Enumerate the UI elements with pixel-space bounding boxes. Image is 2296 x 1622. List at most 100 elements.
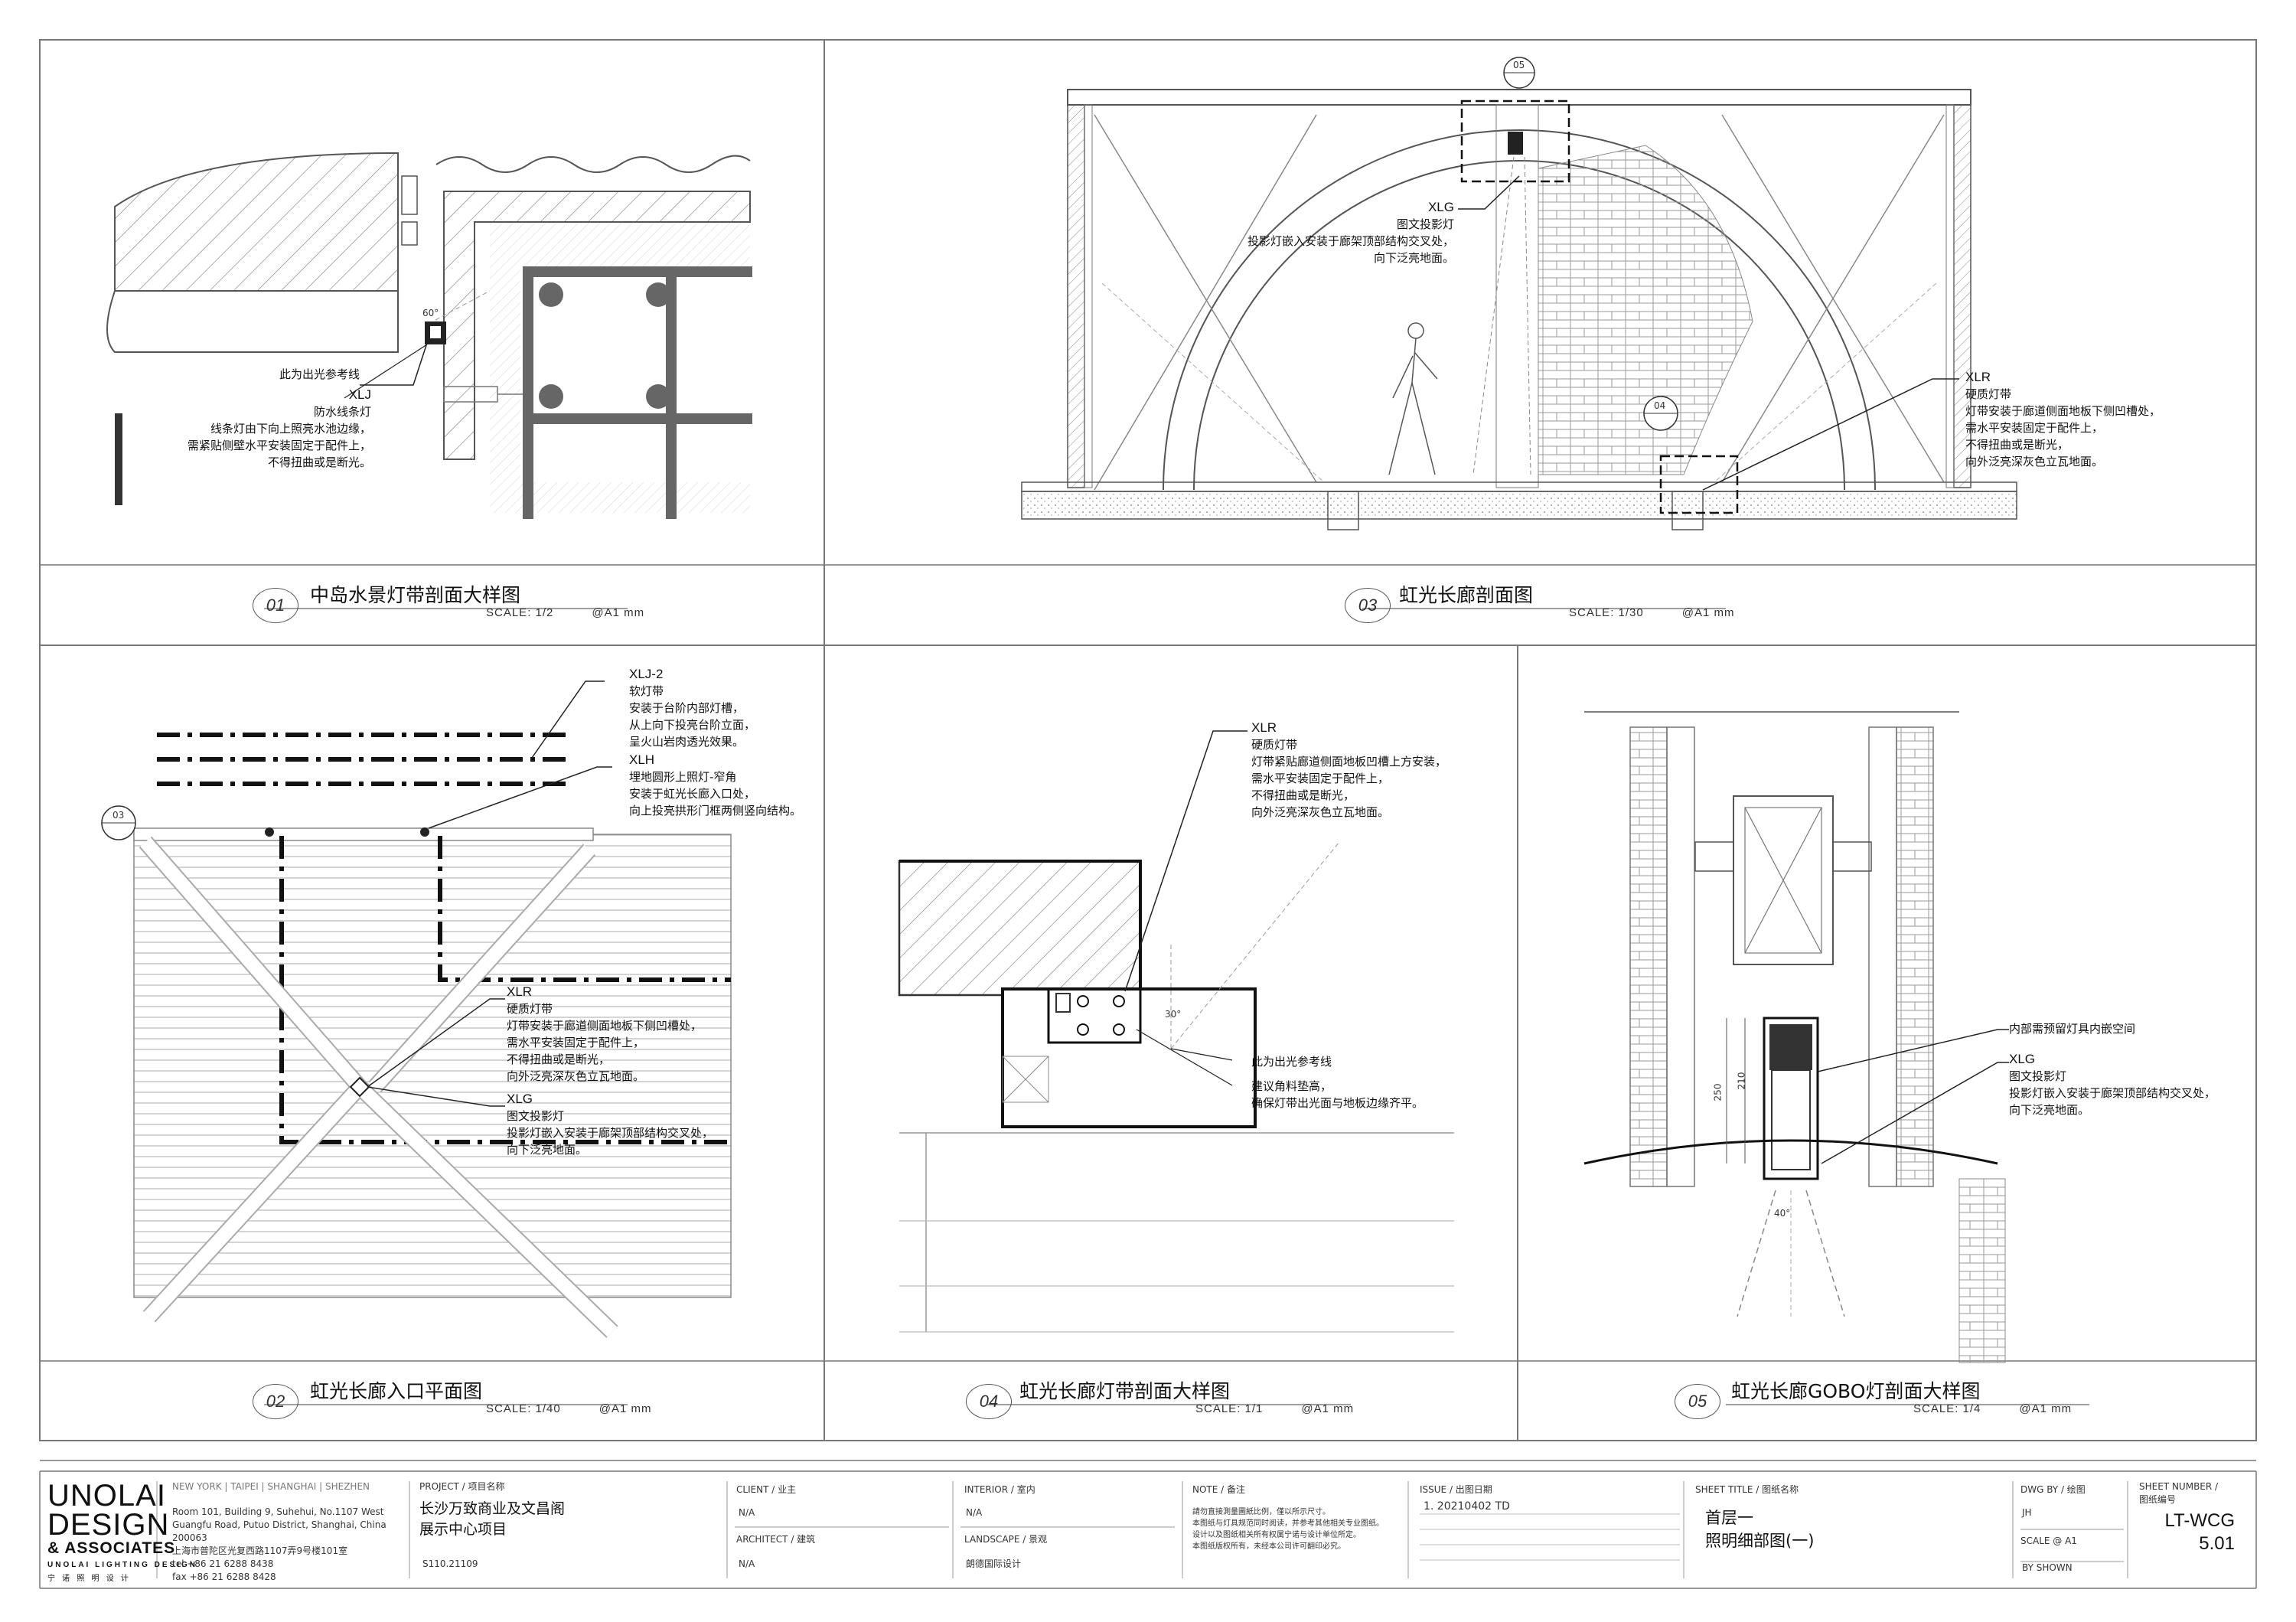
- note-line-4: 本图纸版权所有，未经本公司许可翻印必究。: [1192, 1542, 1345, 1551]
- client-label: CLIENT / 业主: [736, 1484, 797, 1495]
- p02-xlh-line-1: 埋地圆形上照灯-窄角: [629, 770, 737, 784]
- dwg-by-label: DWG BY / 绘图: [2020, 1484, 2086, 1495]
- p03-xlr-line-5: 向外泛亮深灰色立瓦地面。: [1965, 455, 2104, 468]
- p02-number: 02: [253, 1384, 298, 1419]
- p01-callout: 此为出光参考线: [279, 366, 360, 383]
- p04-angle: 30°: [1165, 1009, 1182, 1020]
- p05-space-note: 内部需预留灯具内嵌空间: [2009, 1022, 2136, 1036]
- interior-value: N/A: [966, 1507, 983, 1518]
- detail-05-drawing: [1583, 711, 2009, 1363]
- p03-callout-xlg: XLG 图文投影灯 投影灯嵌入安装于廊架顶部结构交叉处， 向下泛亮地面。: [1232, 199, 1454, 266]
- landscape-value: 朗德国际设计: [966, 1558, 1022, 1569]
- address-line-6: fax +86 21 6288 8428: [172, 1571, 276, 1582]
- p05-title: 虹光长廊GOBO灯剖面大样图: [1731, 1380, 1981, 1402]
- p01-line-3: 需紧贴侧壁水平安装固定于配件上，: [187, 439, 371, 452]
- p02-xlr-line-1: 硬质灯带: [507, 1002, 553, 1016]
- issue-label: ISSUE / 出图日期: [1420, 1484, 1492, 1495]
- sheet-number-label-2: 图纸编号: [2139, 1494, 2177, 1505]
- project-name: 长沙万致商业及文昌阁 展示中心项目: [419, 1499, 565, 1540]
- p05-dim-a: 250: [1712, 1083, 1724, 1101]
- p04-xlr-line-5: 向外泛亮深灰色立瓦地面。: [1251, 805, 1390, 819]
- p03-xlr-line-1: 硬质灯带: [1965, 387, 2012, 401]
- p02-xlh-line-3: 向上投亮拱形门框两侧竖向结构。: [629, 804, 802, 818]
- p01-callout-lines: 防水线条灯 线条灯由下向上照亮水池边缘， 需紧贴侧壁水平安装固定于配件上， 不得…: [161, 403, 371, 471]
- p03-paper: @A1 mm: [1681, 606, 1735, 619]
- p05-xlg-line-3: 向下泛亮地面。: [2009, 1103, 2090, 1117]
- p01-title: 中岛水景灯带剖面大样图: [310, 584, 521, 606]
- address-line-2: Guangfu Road, Putuo District, Shanghai, …: [172, 1519, 386, 1530]
- p02-xlj2-line-1: 软灯带: [629, 684, 664, 698]
- sheet-title-label: SHEET TITLE / 图纸名称: [1695, 1484, 1799, 1495]
- p04-scale-value: SCALE: 1/1: [1195, 1402, 1264, 1415]
- p01-code: XLJ: [348, 387, 371, 402]
- p04-title: 虹光长廊灯带剖面大样图: [1019, 1380, 1231, 1402]
- p03-number: 03: [1345, 588, 1391, 623]
- p04-xlr-line-2: 灯带紧贴廊道侧面地板凹槽上方安装，: [1251, 755, 1447, 769]
- p05-xlg-code: XLG: [2009, 1052, 2036, 1066]
- p01-scale: SCALE: 1/2 @A1 mm: [486, 606, 644, 619]
- address-line-4: 上海市普陀区光复西路1107弄9号楼101室: [172, 1545, 348, 1556]
- project-label: PROJECT / 项目名称: [419, 1481, 505, 1492]
- detail-04-drawing: [898, 730, 1454, 1333]
- p02-scale-value: SCALE: 1/40: [486, 1402, 561, 1415]
- logo-cn: 宁 诺 照 明 设 计: [47, 1575, 131, 1583]
- p03-xlg-code: XLG: [1427, 200, 1454, 214]
- sheet-frame: [39, 39, 2257, 1441]
- p03-title: 虹光长廊剖面图: [1399, 584, 1534, 606]
- sheet-title: 首层一 照明细部图(一): [1705, 1506, 1814, 1552]
- address-line-1: Room 101, Building 9, Suhehui, No.1107 W…: [172, 1506, 384, 1517]
- p05-angle: 40°: [1774, 1208, 1791, 1219]
- note-label: NOTE / 备注: [1192, 1484, 1246, 1495]
- p02-xlr-line-4: 不得扭曲或是断光，: [507, 1053, 611, 1066]
- scale-value: BY SHOWN: [2022, 1562, 2073, 1573]
- project-name-line-2: 展示中心项目: [419, 1521, 507, 1538]
- p04-xlr-line-4: 不得扭曲或是断光，: [1251, 788, 1355, 802]
- p04-note-line-2: 确保灯带出光面与地板边缘齐平。: [1251, 1096, 1424, 1110]
- address-line-5: tel +86 21 6288 8438: [172, 1558, 274, 1569]
- p01-scale-value: SCALE: 1/2: [486, 606, 554, 619]
- p04-xlr-code: XLR: [1251, 720, 1277, 735]
- project-number: S110.21109: [422, 1558, 478, 1569]
- p02-xlj2-line-2: 安装于台阶内部灯槽，: [629, 701, 745, 715]
- note-line-1: 請勿直接測量圖紙比例，僅以所示尺寸。: [1192, 1508, 1330, 1516]
- p02-xlr-code: XLR: [507, 984, 533, 999]
- p03-scale: SCALE: 1/30@A1 mm: [1569, 606, 1734, 619]
- plan-02-drawing: [101, 680, 732, 1338]
- p02-xlj2-code: XLJ-2: [629, 667, 664, 681]
- p03-callout-xlr: XLR 硬质灯带 灯带安装于廊道侧面地板下侧凹槽处， 需水平安装固定于配件上， …: [1965, 369, 2161, 470]
- p02-callout-xlg: XLG 图文投影灯 投影灯嵌入安装于廊架顶部结构交叉处， 向下泛亮地面。: [507, 1091, 713, 1158]
- p02-xlg-line-2: 投影灯嵌入安装于廊架顶部结构交叉处，: [507, 1126, 714, 1140]
- logo-line-3: & ASSOCIATES: [47, 1539, 176, 1557]
- p02-xlj2-line-3: 从上向下投亮台阶立面，: [629, 718, 756, 732]
- p04-number: 04: [966, 1384, 1012, 1419]
- p02-title: 虹光长廊入口平面图: [310, 1380, 483, 1402]
- p01-line-2: 线条灯由下向上照亮水池边缘，: [210, 422, 371, 436]
- note-text: 請勿直接測量圖紙比例，僅以所示尺寸。 本图纸与灯具规范同时阅读，并参考其他相关专…: [1192, 1506, 1384, 1552]
- p03-xlg-line-2: 投影灯嵌入安装于廊架顶部结构交叉处，: [1247, 234, 1454, 248]
- p01-line-1: 防水线条灯: [313, 405, 371, 419]
- p02-xlg-line-3: 向下泛亮地面。: [507, 1143, 588, 1157]
- p03-xlg-line-1: 图文投影灯: [1396, 217, 1454, 231]
- p02-xlr-line-2: 灯带安装于廊道侧面地板下侧凹槽处，: [507, 1019, 703, 1033]
- p01-number: 01: [253, 588, 298, 623]
- p01-paper: @A1 mm: [592, 606, 645, 619]
- p05-dim-b: 210: [1736, 1072, 1747, 1090]
- p05-scale-value: SCALE: 1/4: [1913, 1402, 1981, 1415]
- title-block-frame: [39, 1460, 2257, 1589]
- p02-xlj2-line-4: 呈火山岩肉透光效果。: [629, 735, 745, 749]
- p02-paper: @A1 mm: [598, 1402, 652, 1415]
- landscape-label: LANDSCAPE / 景观: [964, 1534, 1048, 1545]
- section-03-drawing: [1021, 57, 2017, 530]
- p04-xlr-line-3: 需水平安装固定于配件上，: [1251, 772, 1390, 785]
- p04-note-line-1: 建议角料垫高，: [1251, 1079, 1332, 1093]
- p01-ref-line: 此为出光参考线: [279, 367, 360, 381]
- p04-paper: @A1 mm: [1301, 1402, 1355, 1415]
- client-value: N/A: [739, 1507, 755, 1518]
- p03-xlr-line-3: 需水平安装固定于配件上，: [1965, 421, 2104, 435]
- p02-xlr-line-5: 向外泛亮深灰色立瓦地面。: [507, 1069, 645, 1083]
- p01-line-4: 不得扭曲或是断光。: [267, 455, 371, 469]
- p02-callout-xlj2: XLJ-2 软灯带 安装于台阶内部灯槽， 从上向下投亮台阶立面， 呈火山岩肉透光…: [629, 666, 755, 750]
- sheet-title-line-2: 照明细部图(一): [1705, 1532, 1815, 1550]
- p04-note: 建议角料垫高， 确保灯带出光面与地板边缘齐平。: [1251, 1078, 1424, 1111]
